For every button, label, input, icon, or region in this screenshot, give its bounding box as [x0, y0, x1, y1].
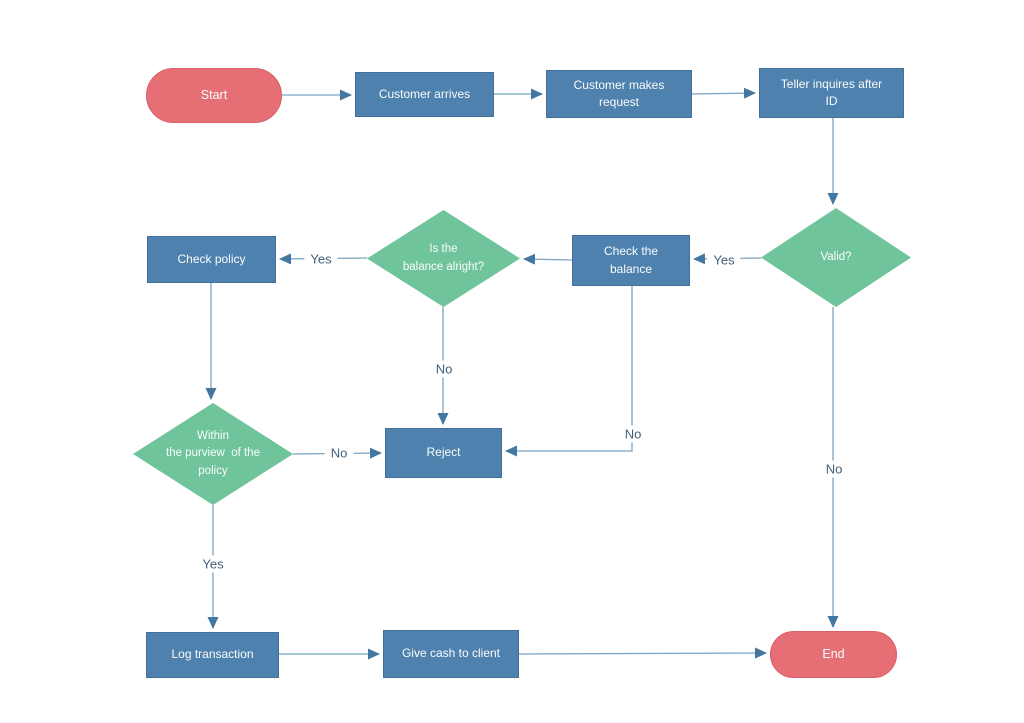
node-balance-alright[interactable]: Is the balance alright? — [367, 210, 520, 307]
connector-request-teller — [691, 87, 756, 99]
edge-label-check-balance-no: No — [618, 425, 648, 443]
edge-label-valid-yes: Yes — [707, 251, 741, 269]
node-valid[interactable]: Valid? — [761, 208, 911, 307]
edge-label-purview-yes: Yes — [196, 555, 230, 573]
node-within-purview-label: Within the purview of the policy — [166, 430, 260, 477]
node-give-cash[interactable]: Give cash to client — [383, 630, 519, 678]
node-within-purview[interactable]: Within the purview of the policy — [133, 403, 293, 505]
node-valid-label: Valid? — [820, 250, 852, 263]
node-reject-label: Reject — [426, 445, 461, 460]
edge-label-purview-no: No — [324, 444, 354, 462]
node-check-policy[interactable]: Check policy — [147, 236, 276, 283]
edge-label-balance-no: No — [429, 360, 459, 378]
node-start[interactable]: Start — [146, 68, 282, 123]
node-check-balance-label: Check the balance — [603, 244, 659, 276]
edge-label-balance-yes: Yes — [304, 250, 338, 268]
node-log-transaction[interactable]: Log transaction — [146, 632, 279, 678]
node-give-cash-label: Give cash to client — [401, 646, 501, 661]
connector-balance-alright — [523, 253, 573, 265]
node-check-policy-label: Check policy — [177, 251, 246, 266]
node-end[interactable]: End — [770, 631, 897, 678]
connector-balance-reject — [505, 286, 633, 457]
node-teller-inquires-label: Teller inquires after ID — [780, 76, 883, 108]
node-check-balance[interactable]: Check the balance — [572, 235, 690, 286]
node-end-label: End — [822, 647, 845, 662]
node-teller-inquires[interactable]: Teller inquires after ID — [759, 68, 904, 118]
node-customer-makes-request[interactable]: Customer makes request — [546, 70, 692, 118]
node-balance-alright-label: Is the balance alright? — [402, 243, 485, 273]
node-customer-arrives[interactable]: Customer arrives — [355, 72, 494, 117]
node-start-label: Start — [200, 88, 228, 103]
node-customer-makes-request-label: Customer makes request — [573, 77, 665, 109]
connector-give-cash-end — [518, 647, 767, 659]
node-log-transaction-label: Log transaction — [171, 647, 254, 662]
edge-label-valid-no: No — [819, 460, 849, 478]
node-customer-arrives-label: Customer arrives — [378, 86, 471, 101]
node-reject[interactable]: Reject — [385, 428, 502, 478]
